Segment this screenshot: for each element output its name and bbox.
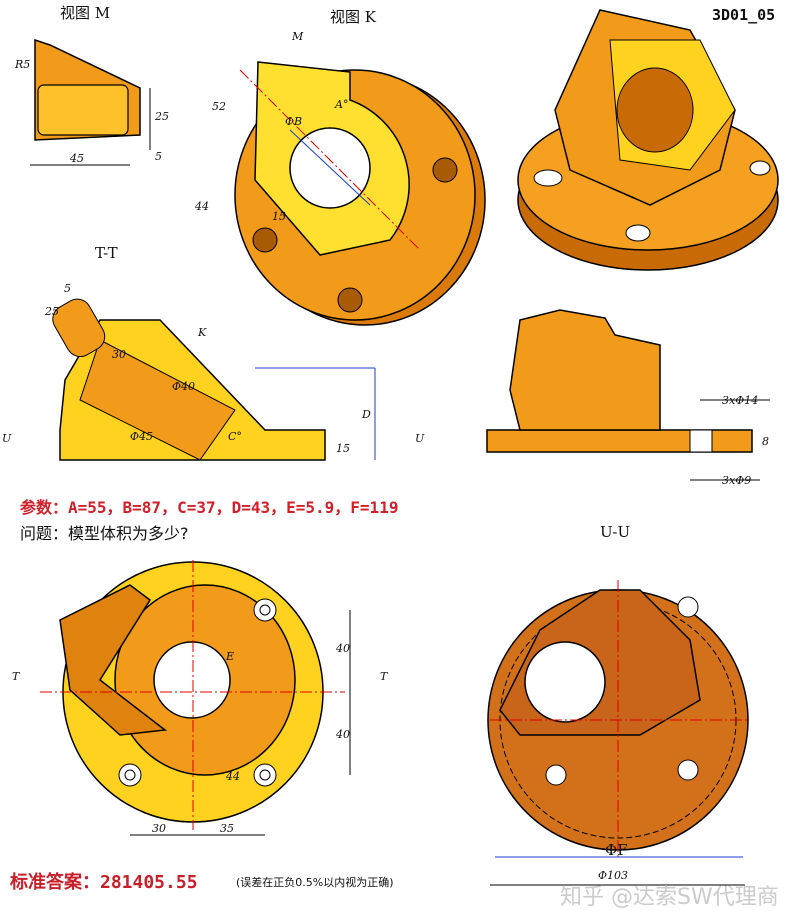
dim-pl-30: 30 [152,822,166,835]
dim-pl-35: 35 [220,822,234,835]
dim-m-25: 25 [154,110,169,123]
dim-tt-15: 15 [336,442,350,455]
m-arrow-label: M [291,30,304,43]
parameters-text: 参数：A=55，B=87，C=37，D=43，E=5.9，F=119 [20,498,399,517]
tolerance-note: (误差在正负0.5%以内视为正确) [236,876,394,889]
dim-tt-25: 25 [44,305,59,318]
view-section-tt [52,298,376,461]
dim-tt-45: Φ45 [130,430,153,443]
view-section-uu [487,580,750,886]
dim-tt-d: D [361,408,371,421]
view-plan [40,560,351,836]
dim-pl-44: 44 [225,770,240,783]
dim-fv-3x14: 3xΦ14 [722,394,758,407]
question-text: 问题：模型体积为多少? [20,524,189,543]
section-tt-label: T-T [95,244,118,262]
watermark: 知乎 @达索SW代理商 [560,885,779,910]
dim-pl-e: E [225,650,234,663]
u-left-label: U [2,432,12,445]
dim-k-b: ΦB [285,115,302,128]
dim-k-44: 44 [194,200,209,213]
view-k [234,61,486,326]
dim-tt-5: 5 [64,282,71,295]
dim-k-52: 52 [212,100,226,113]
dim-fv-3x9: 3xΦ9 [722,474,751,487]
u-right-label: U [415,432,425,445]
dim-k-15: 15 [272,210,286,223]
drawing-code: 3D01_05 [712,6,776,24]
dim-k-a: A° [334,98,348,111]
view-isometric-top [517,9,779,271]
dim-m-r5: R5 [14,58,30,71]
dim-uu-f: ΦF [605,841,628,859]
dim-tt-30: 30 [112,348,126,361]
dim-pl-40b: 40 [335,728,350,741]
view-k-label: 视图 K [330,8,377,26]
dim-m-45: 45 [69,152,84,165]
view-front [486,309,770,481]
dim-pl-40a: 40 [335,642,350,655]
dim-uu-103: Φ103 [598,869,628,882]
view-m [30,38,151,166]
t-right-label: T [380,670,389,683]
k-arrow-label: K [197,326,207,339]
section-uu-label: U-U [600,523,630,541]
view-m-label: 视图 M [60,4,110,22]
answer-text: 标准答案：281405.55 [10,872,198,893]
t-left-label: T [12,670,21,683]
dim-fv-8: 8 [762,435,769,448]
dim-tt-c: C° [228,430,242,443]
dim-tt-40: Φ40 [172,380,195,393]
dim-m-5: 5 [155,150,162,163]
